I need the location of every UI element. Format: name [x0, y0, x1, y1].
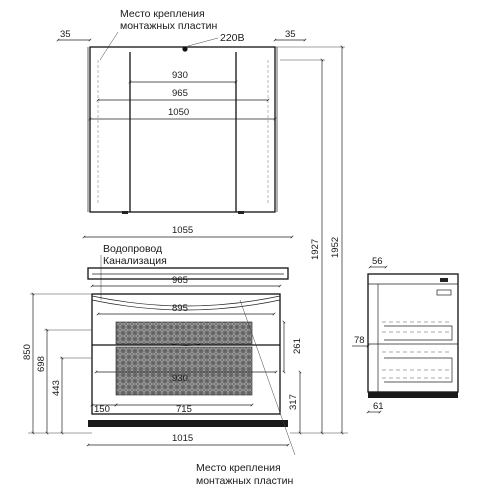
dim-965-top: 965 — [172, 88, 188, 99]
dim-1015: 1015 — [172, 433, 193, 444]
plumbing-label: Водопровод — [103, 243, 162, 255]
dim-1055: 1055 — [172, 225, 193, 236]
dim-261: 261 — [292, 338, 303, 354]
dim-61: 61 — [373, 401, 384, 412]
mount-top-line1: Место крепления — [120, 8, 205, 20]
vanity-side-view: 56 78 61 — [352, 256, 459, 414]
dim-35-right: 35 — [285, 29, 296, 40]
mount-top-line2: монтажных пластин — [120, 20, 218, 32]
dim-930-top: 930 — [172, 70, 188, 81]
mount-bottom-leader — [239, 299, 296, 456]
cabinet-hinge-right — [238, 211, 244, 214]
vanity-body — [91, 293, 281, 415]
lower-drawer-box — [384, 357, 453, 383]
dim-35-left: 35 — [60, 29, 71, 40]
floor-plinth — [88, 420, 288, 427]
dim-150: 150 — [94, 404, 110, 415]
dim-895: 895 — [172, 303, 188, 314]
basin-curve — [91, 299, 281, 311]
side-siphon — [436, 289, 452, 296]
dim-1952: 1952 — [330, 237, 341, 258]
mount-top-leader — [99, 31, 119, 61]
power-annotation: 220В — [182, 32, 245, 52]
power-outlet-icon — [182, 46, 188, 52]
mount-bottom-line2: монтажных пластин — [196, 475, 294, 487]
sewer-label: Канализация — [103, 255, 167, 267]
drawer-front-upper — [115, 321, 253, 345]
dim-850: 850 — [22, 344, 33, 360]
dim-78: 78 — [354, 335, 365, 346]
dim-1927: 1927 — [310, 239, 321, 260]
side-plinth — [368, 392, 458, 398]
overall-heights: 1927 1952 — [275, 45, 348, 435]
drawer-front-lower — [115, 346, 253, 396]
mount-plate-annotation-bottom: Место крепления монтажных пластин — [196, 462, 294, 487]
mirror-cabinet-body — [89, 46, 276, 213]
dim-698: 698 — [36, 356, 47, 372]
mirror-cabinet: 35 35 930 965 1050 — [56, 29, 307, 214]
dim-1050: 1050 — [168, 107, 189, 118]
side-view-body — [367, 273, 459, 393]
dim-715: 715 — [176, 404, 192, 415]
dim-56: 56 — [372, 256, 383, 267]
vanity-unit: 1055 Водопровод Канализация 965 895 930 … — [22, 225, 303, 456]
dim-317: 317 — [288, 394, 299, 410]
power-label: 220В — [220, 32, 245, 44]
mount-plate-annotation-top: Место крепления монтажных пластин — [99, 8, 218, 61]
dim-930-vanity: 930 — [172, 373, 188, 384]
basin-curve-inner — [91, 295, 281, 307]
upper-drawer-box — [384, 325, 453, 341]
vanity-countertop — [87, 267, 289, 280]
mount-bottom-line1: Место крепления — [196, 462, 281, 474]
cabinet-hinge-left — [122, 211, 128, 214]
dim-965-vanity: 965 — [172, 275, 188, 286]
power-leader — [187, 37, 219, 47]
side-mount-block — [440, 278, 448, 282]
dim-443: 443 — [51, 380, 62, 396]
